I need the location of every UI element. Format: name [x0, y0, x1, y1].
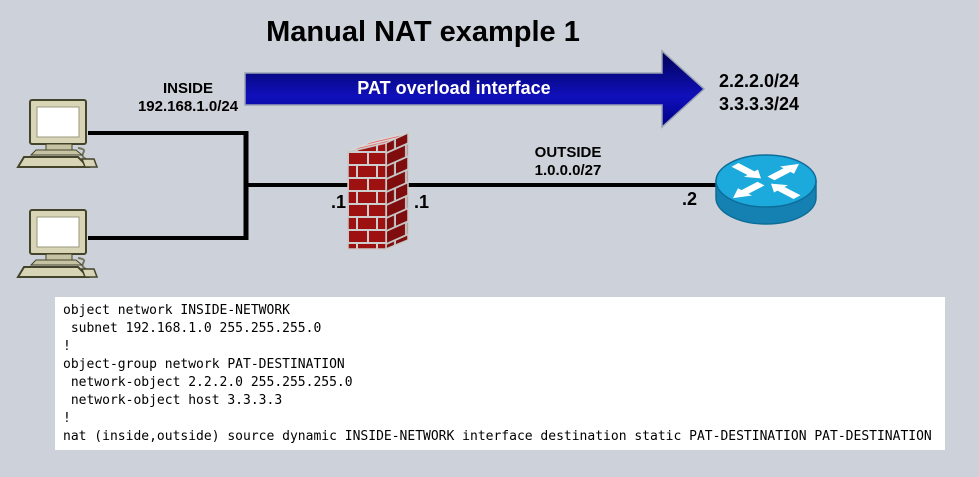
config-line: ! — [63, 411, 71, 426]
nat-config-block: object network INSIDE-NETWORK subnet 192… — [55, 297, 945, 450]
config-line: subnet 192.168.1.0 255.255.255.0 — [63, 321, 322, 336]
page-title: Manual NAT example 1 — [266, 16, 580, 48]
nat-destination-2: 3.3.3.3/24 — [719, 94, 800, 114]
config-line: network-object 2.2.2.0 255.255.255.0 — [63, 375, 353, 390]
config-line: nat (inside,outside) source dynamic INSI… — [63, 429, 932, 444]
router-outside-ip: .2 — [682, 189, 698, 209]
firewall-outside-ip: .1 — [414, 192, 430, 212]
config-line: ! — [63, 339, 71, 354]
outside-name: OUTSIDE — [534, 144, 602, 161]
workstation-icon — [16, 99, 99, 168]
nat-destination-addresses: 2.2.2.0/24 3.3.3.3/24 — [719, 70, 799, 116]
outside-subnet: 1.0.0.0/27 — [534, 162, 602, 179]
router-icon — [715, 154, 817, 225]
nat-destination-1: 2.2.2.0/24 — [719, 71, 800, 91]
firewall-icon — [347, 131, 409, 251]
inside-network-label: INSIDE 192.168.1.0/24 — [118, 80, 258, 116]
inside-subnet: 192.168.1.0/24 — [137, 98, 239, 115]
network-wires — [88, 131, 718, 240]
flow-arrow — [244, 49, 706, 129]
firewall-inside-ip: .1 — [330, 192, 346, 212]
inside-name: INSIDE — [162, 80, 213, 97]
config-line: object network INSIDE-NETWORK — [63, 303, 290, 318]
flow-arrow-label: PAT overload interface — [357, 78, 551, 98]
config-line: object-group network PAT-DESTINATION — [63, 357, 345, 372]
config-line: network-object host 3.3.3.3 — [63, 393, 283, 408]
outside-network-label: OUTSIDE 1.0.0.0/27 — [503, 144, 633, 180]
workstation-icon — [16, 209, 99, 278]
